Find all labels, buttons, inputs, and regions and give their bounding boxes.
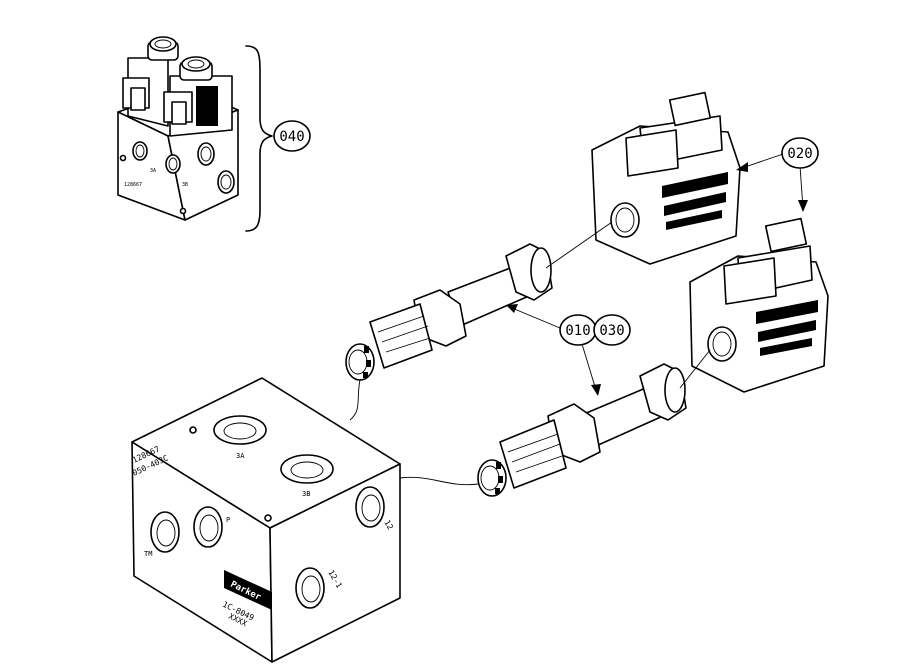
coil-lower-plug	[723, 257, 777, 305]
manifold-port-3b	[280, 454, 334, 484]
callout-030: 030	[593, 314, 631, 346]
centerline-lower-valve-to-coil	[679, 349, 711, 389]
assembled-port-3a	[132, 141, 148, 161]
callout-040: 040	[273, 120, 311, 152]
coil-upper-cap	[668, 91, 712, 127]
manifold-label-tm: TM	[144, 550, 152, 558]
coil-lower-cap	[764, 217, 808, 253]
centerline-lower-valve-to-block	[399, 476, 479, 486]
manifold-block: 128667 050-403C 3A 3B P TM 12 12-1 Parke…	[131, 377, 401, 663]
callout-010: 010	[559, 314, 597, 346]
manifold-label-3a: 3A	[236, 452, 245, 460]
callout-030-label: 030	[599, 323, 624, 339]
centerline-upper-valve-to-block	[349, 379, 361, 421]
coil-lower-nameplate	[758, 320, 816, 342]
callout-010-label: 010	[565, 323, 590, 339]
assembled-part-number: 128667	[124, 182, 142, 188]
coil-upper-nameplate	[664, 192, 726, 216]
manifold-label-12: 12	[382, 519, 395, 532]
assembled-label-3a: 3A	[150, 168, 156, 174]
assembled-port-side-2	[217, 170, 235, 194]
leader-lines	[506, 152, 808, 396]
brace-040	[245, 45, 273, 232]
callout-020-label: 020	[787, 146, 812, 162]
callout-040-label: 040	[279, 129, 304, 145]
callout-020: 020	[781, 137, 819, 169]
centerline-upper-valve-to-coil	[545, 221, 613, 269]
assembled-port-3b	[165, 154, 181, 174]
coil-upper-bore	[610, 202, 640, 238]
assembled-valve-view: 3A 3B 128667	[117, 36, 239, 221]
manifold-parker-logo-plate	[224, 570, 272, 610]
coil-lower-bore	[707, 326, 737, 362]
cartridge-valve-lower	[477, 363, 687, 497]
coil-upper-plug	[625, 129, 679, 177]
assembled-label-3b: 3B	[182, 182, 188, 188]
solenoid-coil-upper	[591, 91, 741, 265]
valve-upper-spool	[369, 303, 433, 369]
manifold-port-3a	[213, 415, 267, 445]
manifold-label-3b: 3B	[302, 490, 310, 498]
assembled-coil-2-label	[196, 86, 218, 126]
manifold-label-p: P	[226, 516, 230, 524]
cartridge-valve-upper	[345, 243, 553, 381]
solenoid-coil-lower	[689, 217, 829, 393]
assembled-port-side-1	[197, 142, 215, 166]
